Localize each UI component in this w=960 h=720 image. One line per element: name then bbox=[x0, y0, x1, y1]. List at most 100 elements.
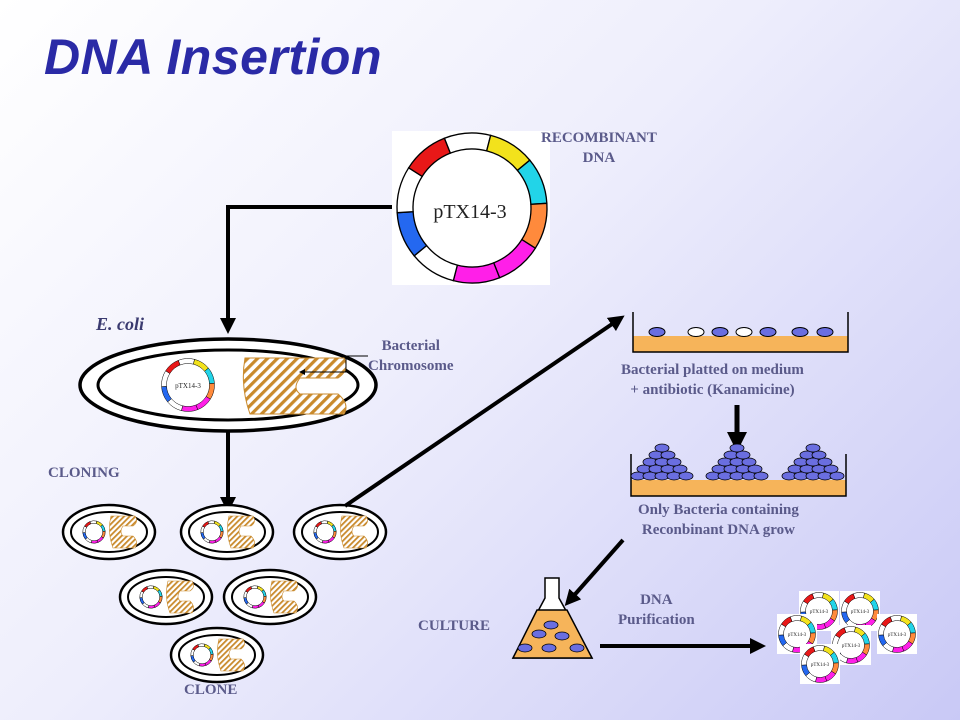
bacterial-line-1: Bacterial bbox=[381, 338, 440, 354]
cloning-label: CLONING bbox=[48, 465, 120, 481]
colony bbox=[541, 643, 557, 653]
plasmid-segment bbox=[165, 360, 181, 374]
clone-cell bbox=[169, 626, 265, 684]
plasmid-segment bbox=[835, 627, 847, 639]
colony bbox=[759, 327, 777, 337]
plasmid-segment bbox=[207, 520, 216, 525]
chromosome-pointer bbox=[299, 355, 368, 375]
purification-line-2: Purification bbox=[618, 612, 695, 628]
purified-plasmids: pTX14-3 pTX14-3 pTX14-3 pTX14-3 pTX14-3 pTX14… bbox=[777, 591, 917, 684]
dead-colony bbox=[735, 327, 753, 337]
plasmid-segment bbox=[147, 604, 156, 609]
plasmid-segment bbox=[208, 539, 217, 544]
plasmid-segment bbox=[141, 586, 149, 593]
bacterial-chromosome-label: Bacterial Chromosome bbox=[368, 336, 454, 376]
culture-arrow bbox=[564, 538, 625, 606]
colony bbox=[711, 327, 729, 337]
plasmid-segment bbox=[881, 616, 893, 628]
plasmid-segment bbox=[197, 643, 206, 648]
slide-title: DNA Insertion bbox=[44, 29, 382, 85]
colony bbox=[648, 327, 666, 337]
colony bbox=[805, 443, 821, 453]
purified-plasmid: pTX14-3 bbox=[877, 614, 917, 654]
clone-cell bbox=[222, 568, 318, 626]
clone-cell bbox=[179, 503, 275, 561]
colony bbox=[747, 464, 763, 474]
plasmid-segment bbox=[84, 521, 92, 528]
purified-plasmid: pTX14-3 bbox=[800, 644, 840, 684]
purified-plasmid-label: pTX14-3 bbox=[851, 610, 870, 615]
recombinant-line-2: DNA bbox=[582, 150, 616, 166]
plasmid-segment bbox=[320, 520, 329, 525]
plasmid-segment bbox=[892, 646, 905, 653]
purification-line-1: DNA bbox=[640, 592, 673, 608]
culture-bacteria bbox=[517, 620, 585, 653]
colony bbox=[829, 471, 845, 481]
clone-cell bbox=[292, 503, 388, 561]
plasmid-segment bbox=[846, 657, 859, 664]
plasmid-segment bbox=[844, 593, 856, 605]
only-line-1: Only Bacteria containing bbox=[638, 502, 799, 518]
purified-plasmid-label: pTX14-3 bbox=[888, 633, 907, 638]
recombinant-plasmid: pTX14-3 bbox=[392, 131, 550, 285]
colony bbox=[666, 457, 682, 467]
plasmid-segment bbox=[89, 520, 98, 525]
plasmid-ring bbox=[396, 132, 548, 284]
colony bbox=[531, 629, 547, 639]
purified-plasmid-label: pTX14-3 bbox=[810, 610, 829, 615]
selection-plate bbox=[630, 443, 847, 497]
plasmid-segment bbox=[315, 521, 323, 528]
purified-plasmid-label: pTX14-3 bbox=[842, 644, 861, 649]
colony bbox=[729, 443, 745, 453]
colony bbox=[816, 327, 834, 337]
colony bbox=[678, 471, 694, 481]
plasmid-segment bbox=[202, 521, 210, 528]
purified-plasmid-label: pTX14-3 bbox=[811, 663, 830, 668]
colony bbox=[741, 457, 757, 467]
colony bbox=[817, 457, 833, 467]
colony bbox=[753, 471, 769, 481]
colony bbox=[517, 643, 533, 653]
culture-label: CULTURE bbox=[418, 618, 490, 634]
plated-line-2: + antibiotic (Kanamicine) bbox=[630, 382, 795, 398]
dna-purification-label: DNA Purification bbox=[618, 590, 695, 630]
plasmid-segment bbox=[804, 646, 816, 658]
colony bbox=[654, 443, 670, 453]
only-bacteria-label: Only Bacteria containing Reconbinant DNA… bbox=[638, 500, 799, 540]
plasmid-segment bbox=[251, 604, 260, 609]
plasmid-segment bbox=[407, 137, 452, 178]
colony bbox=[823, 464, 839, 474]
clone-cell bbox=[118, 568, 214, 626]
colony bbox=[554, 631, 570, 641]
culture-flask bbox=[511, 577, 594, 659]
plasmid-segment bbox=[803, 593, 815, 605]
colony bbox=[569, 643, 585, 653]
ecoli-label: E. coli bbox=[96, 314, 144, 334]
bacterial-line-2: Chromosome bbox=[368, 358, 454, 374]
plasmid-name-label: pTX14-3 bbox=[433, 201, 506, 223]
plasmid-segment bbox=[815, 676, 828, 683]
plated-label: Bacterial platted on medium + antibiotic… bbox=[621, 360, 804, 400]
purified-plasmid: pTX14-3 bbox=[840, 591, 880, 631]
antibiotic-plate bbox=[632, 312, 849, 353]
recombinant-line-1: RECOMBINANT bbox=[541, 130, 657, 146]
ecoli-cell: pTX14-3 bbox=[78, 337, 378, 433]
dead-colony bbox=[687, 327, 705, 337]
plasmid-segment bbox=[245, 586, 253, 593]
clone-cells bbox=[61, 503, 388, 684]
plated-line-1: Bacterial platted on medium bbox=[621, 362, 804, 378]
colony bbox=[672, 464, 688, 474]
inserted-plasmid-label: pTX14-3 bbox=[175, 382, 201, 390]
plasmid-segment bbox=[321, 539, 330, 544]
colony bbox=[811, 450, 827, 460]
plasmid-segment bbox=[781, 616, 793, 628]
colony bbox=[543, 620, 559, 630]
plasmid-segment bbox=[90, 539, 99, 544]
purified-plasmid-label: pTX14-3 bbox=[788, 633, 807, 638]
plated-bacteria bbox=[648, 327, 834, 337]
growing-colonies bbox=[630, 443, 845, 481]
inserted-plasmid bbox=[161, 358, 215, 412]
colony bbox=[791, 327, 809, 337]
plasmid-segment bbox=[250, 585, 259, 590]
